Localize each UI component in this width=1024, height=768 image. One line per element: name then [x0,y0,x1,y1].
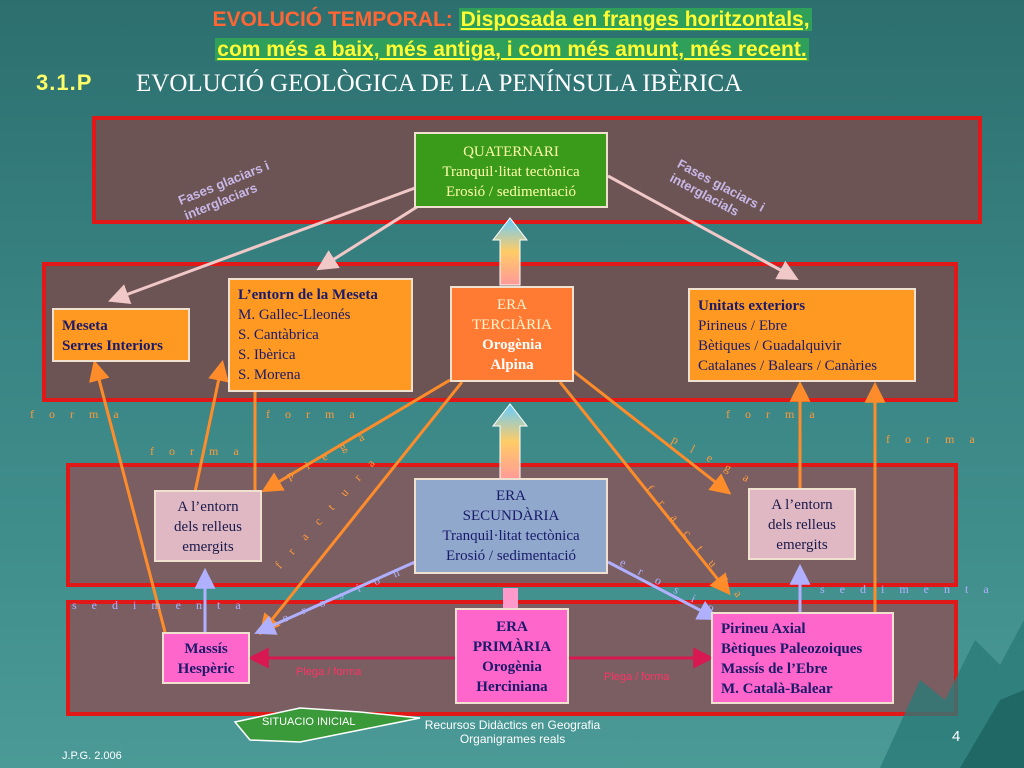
quaternari-line-1: QUATERNARI [463,144,559,160]
pirineu-line-1: Pirineu Axial [721,621,806,637]
box-pirineu-axial: Pirineu Axial Bètiques Paleozoiques Mass… [711,612,894,704]
entorn-right-line-2: dels relleus [768,517,836,533]
entorn-meseta-line-4: S. Ibèrica [238,347,296,363]
label-forma-3: f o r m a [266,407,361,421]
page-title: EVOLUCIÓ GEOLÒGICA DE LA PENÍNSULA IBÈRI… [136,70,743,97]
arrow-fractura-right [558,381,731,596]
box-terciaria: ERA TERCIÀRIA Orogènia Alpina [450,286,574,382]
situacio-inicial-badge [233,707,421,743]
arrow-glaciars-left [108,186,416,305]
header-line-2: com més a baix, més antiga, i com més am… [0,38,1024,62]
arrow-fractura-left [259,381,464,636]
terciaria-line-3: Orogènia [482,337,542,353]
credits-line-1: Recursos Didàctics en Geografia [424,718,601,732]
section-number: 3.1.P [36,70,93,95]
entorn-right-line-1: A l’entorn [771,497,833,513]
entorn-left-line-2: dels relleus [174,519,242,535]
primaria-line-3: Orogènia [482,659,542,675]
primaria-line-1: ERA [496,619,528,635]
header-prefix: EVOLUCIÓ TEMPORAL: [212,8,453,31]
credits: Recursos Didàctics en Geografia Organigr… [420,718,605,746]
up-arrow-primaria-secundaria [503,588,518,608]
terciaria-line-4: Alpina [490,357,534,373]
label-sedimenta-left: s e d i m e n t a [72,598,247,612]
box-meseta: Meseta Serres Interiors [52,308,190,362]
box-unitats-exteriors: Unitats exteriors Pirineus / Ebre Bètiqu… [688,288,916,382]
box-entorn-left: A l’entorn dels relleus emergits [154,490,262,562]
mountain-shape-2 [960,690,1024,768]
situacio-inicial-label: SITUACIO INICIAL [262,716,356,728]
unitats-line-4: Catalanes / Balears / Canàries [698,358,878,374]
entorn-meseta-line-2: M. Gallec-Lleonés [238,307,351,323]
arrow-forma-entorn [193,359,229,493]
label-forma-5: f o r m a [886,432,981,446]
arrow-plega-left [261,378,451,493]
unitats-line-3: Bètiques / Guadalquivir [698,338,842,354]
entorn-meseta-line-3: S. Cantàbrica [238,327,319,343]
label-plega-forma-left: Plega / forma [296,666,362,678]
header-line1-rest: Disposada en franges horitzontals, [458,8,812,31]
up-arrow-terciaria-quaternari [491,217,529,286]
entorn-right-line-3: emergits [776,537,828,553]
label-sedimenta-right: s e d i m e n t a [820,582,995,596]
massis-line-2: Hespèric [177,661,235,677]
meseta-line-1: Meseta [62,318,108,334]
box-secundaria: ERA SECUNDÀRIA Tranquil·litat tectònica … [414,478,608,574]
terciaria-line-2: TERCIÀRIA [472,317,552,333]
primaria-line-4: Herciniana [476,679,548,695]
arrow-glaciars-right [607,174,799,281]
page-number: 4 [952,728,961,745]
header-line-1: EVOLUCIÓ TEMPORAL: Disposada en franges … [0,8,1024,32]
credits-line-2: Organigrames reals [459,732,566,746]
header-line2-text: com més a baix, més antiga, i com més am… [215,38,809,61]
box-entorn-meseta: L’entorn de la Meseta M. Gallec-Lleonés … [228,278,413,392]
box-primaria: ERA PRIMÀRIA Orogènia Herciniana [455,608,569,704]
label-forma-4: f o r m a [726,407,821,421]
unitats-line-1: Unitats exteriors [698,298,806,314]
pirineu-line-3: Massís de l’Ebre [721,661,828,677]
unitats-line-2: Pirineus / Ebre [698,318,788,334]
massis-line-1: Massís [184,641,228,657]
label-plega-forma-right: Plega / forma [604,671,670,683]
entorn-meseta-line-1: L’entorn de la Meseta [238,287,378,303]
pirineu-line-4: M. Català-Balear [721,681,833,697]
primaria-line-2: PRIMÀRIA [472,639,552,655]
arrow-forma-meseta [89,359,167,633]
up-arrow-secundaria-terciaria [491,403,529,481]
quaternari-line-3: Erosió / sedimentació [446,184,576,200]
secundaria-line-4: Erosió / sedimentació [446,548,576,564]
label-forma-2: f o r m a [150,444,245,458]
box-entorn-right: A l’entorn dels relleus emergits [748,488,856,560]
box-quaternari: QUATERNARI Tranquil·litat tectònica Eros… [414,132,608,208]
author: J.P.G. 2.006 [62,750,122,762]
entorn-left-line-3: emergits [182,539,234,555]
entorn-left-line-1: A l’entorn [177,499,239,515]
secundaria-line-2: SECUNDÀRIA [462,508,560,524]
entorn-meseta-line-5: S. Morena [238,367,301,383]
meseta-line-2: Serres Interiors [62,338,163,354]
arrow-plega-right [571,368,732,495]
terciaria-line-1: ERA [497,297,527,313]
secundaria-line-1: ERA [496,488,526,504]
box-massis-hesperic: Massís Hespèric [162,632,250,684]
quaternari-line-2: Tranquil·litat tectònica [442,164,580,180]
pirineu-line-2: Bètiques Paleozoiques [721,641,863,657]
arrow-erosiona-left [254,560,416,635]
label-forma-1: f o r m a [30,407,125,421]
arrow-erosiona-right [607,560,719,620]
secundaria-line-3: Tranquil·litat tectònica [442,528,580,544]
arrow-quaternari-entorn [316,203,421,271]
